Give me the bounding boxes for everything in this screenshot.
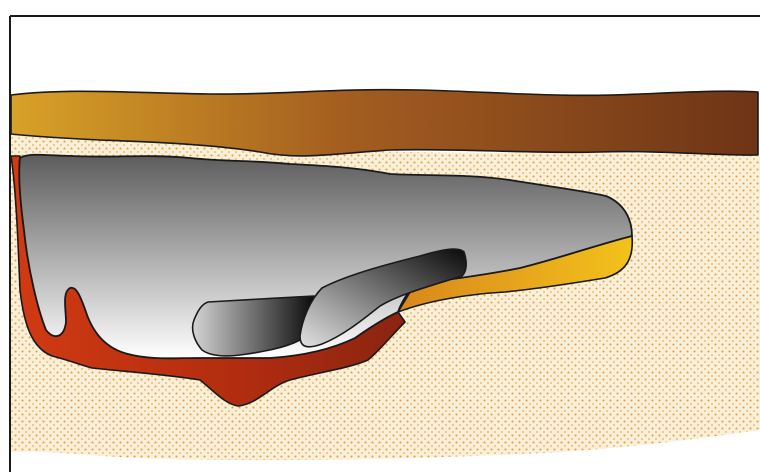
cross-section-svg bbox=[0, 0, 760, 472]
cave-cross-section-figure bbox=[0, 0, 760, 472]
